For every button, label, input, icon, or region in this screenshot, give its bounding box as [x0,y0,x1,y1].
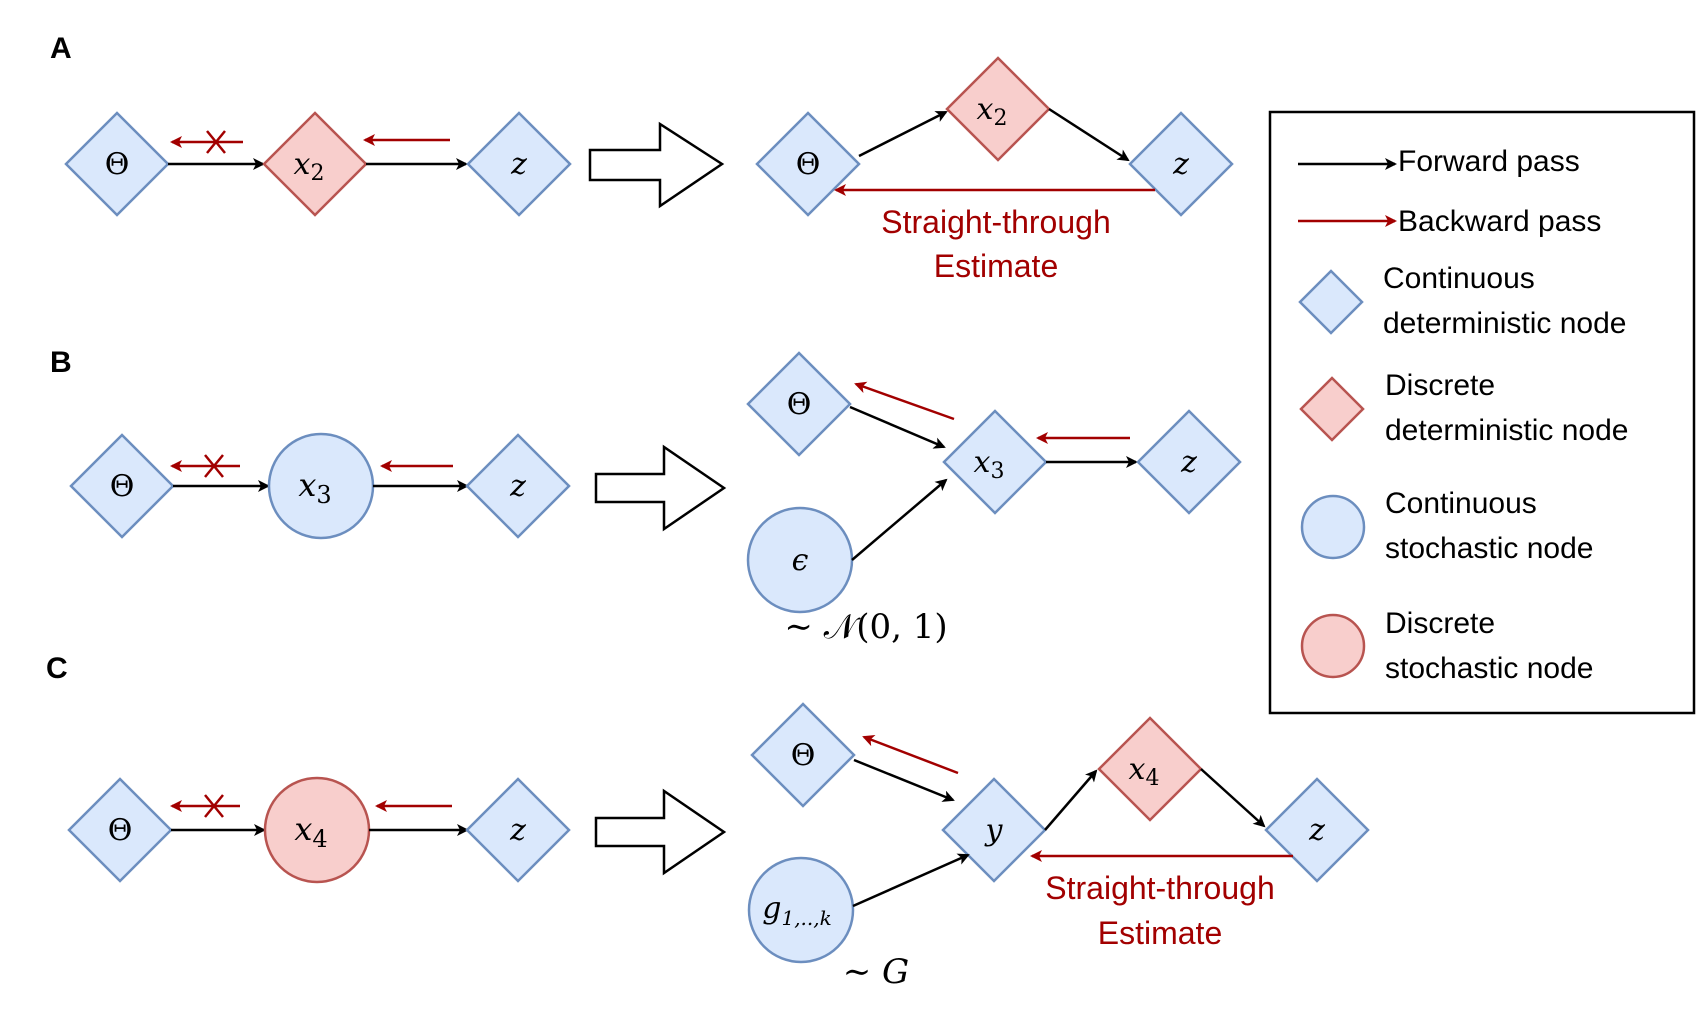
x4-label-c: x4 [294,810,327,853]
forward-arrow-a4 [1048,107,1130,162]
z-label-c: z [509,813,526,848]
legend-backward-label: Backward pass [1398,205,1601,238]
legend-cont-det-line1: Continuous [1383,262,1535,295]
transform-arrow-c [594,788,727,876]
legend-disc-det-line1: Discrete [1385,369,1495,402]
y-label-c: y [984,813,1004,848]
legend-continuous-deterministic-icon [1298,269,1364,335]
blocked-cross-a1b [206,130,226,154]
theta-label-b-right: Θ [787,387,812,422]
legend-cont-det-line2: deterministic node [1383,307,1626,340]
straight-through-label-a2: Estimate [934,248,1058,284]
x2-label-a-right: x2 [977,92,1008,131]
forward-arrow-c4 [852,853,970,908]
x2-node-a-right [945,56,1051,162]
legend-cont-sto-line2: stochastic node [1385,532,1593,565]
panel-label-b: B [50,346,72,379]
backward-arrow-c3 [862,734,959,775]
theta-node-b [69,433,175,539]
z-label-b: z [509,469,526,504]
legend-disc-sto-line1: Discrete [1385,607,1495,640]
epsilon-label-b: ϵ [792,543,809,578]
legend-forward-label: Forward pass [1398,145,1580,178]
transform-arrow-b [594,444,727,532]
forward-arrow-b3 [849,405,946,449]
forward-arrow-b4 [851,478,948,561]
forward-arrow-c5 [1044,769,1098,831]
z-label-c-right: z [1308,813,1325,848]
x3-label-b: x3 [298,466,331,509]
legend-disc-sto-line2: stochastic node [1385,652,1593,685]
z-node-a-right [1128,111,1234,217]
theta-node-c-right [750,702,856,808]
theta-label-a-right: Θ [796,147,821,182]
forward-arrow-a3 [858,110,948,158]
x3-node-b-right [942,409,1048,515]
transform-arrow-a [588,121,725,209]
z-label-a-right: z [1172,147,1189,182]
straight-through-label-c2: Estimate [1098,915,1222,951]
legend-discrete-deterministic-icon [1299,376,1365,442]
z-node-b [465,433,571,539]
g-node-c [747,856,855,964]
z-node-b-right [1136,409,1242,515]
straight-through-label-c1: Straight-through [1045,870,1274,906]
theta-node-c [67,777,173,883]
g-label-c: g1,..,k [762,891,832,930]
z-label-b-right: z [1180,445,1197,480]
forward-arrow-c3 [853,758,955,802]
blocked-cross-b1b [204,454,224,478]
theta-node-a [64,111,170,217]
x2-label-a: x2 [294,147,325,186]
z-label-a: z [510,147,527,182]
theta-node-a-right [755,111,861,217]
z-node-c [465,777,571,883]
theta-label-a: Θ [105,147,130,182]
legend-discrete-stochastic-icon [1300,613,1366,679]
theta-label-c-right: Θ [791,738,816,773]
x4-label-c-right: x4 [1129,752,1160,791]
legend: Forward pass Backward pass Continuous de… [1268,110,1696,715]
panel-label-a: A [50,32,72,65]
theta-label-b: Θ [110,469,135,504]
normal-distribution-label: ∼ 𝒩(0, 1) [784,607,947,647]
theta-label-c: Θ [108,813,133,848]
legend-disc-det-line2: deterministic node [1385,414,1628,447]
panel-label-c: C [46,652,68,685]
legend-cont-sto-line1: Continuous [1385,487,1537,520]
z-node-a [466,111,572,217]
theta-node-b-right [746,351,852,457]
gumbel-distribution-label: ∼ G [843,952,909,992]
blocked-cross-c1b [204,794,224,818]
legend-continuous-stochastic-icon [1300,494,1366,560]
forward-arrow-c6 [1200,768,1266,828]
x3-label-b-right: x3 [974,445,1005,484]
backward-arrow-b3 [854,381,955,421]
straight-through-label-a1: Straight-through [881,204,1110,240]
x4-node-c-right [1097,716,1203,822]
x2-node-a [262,111,368,217]
